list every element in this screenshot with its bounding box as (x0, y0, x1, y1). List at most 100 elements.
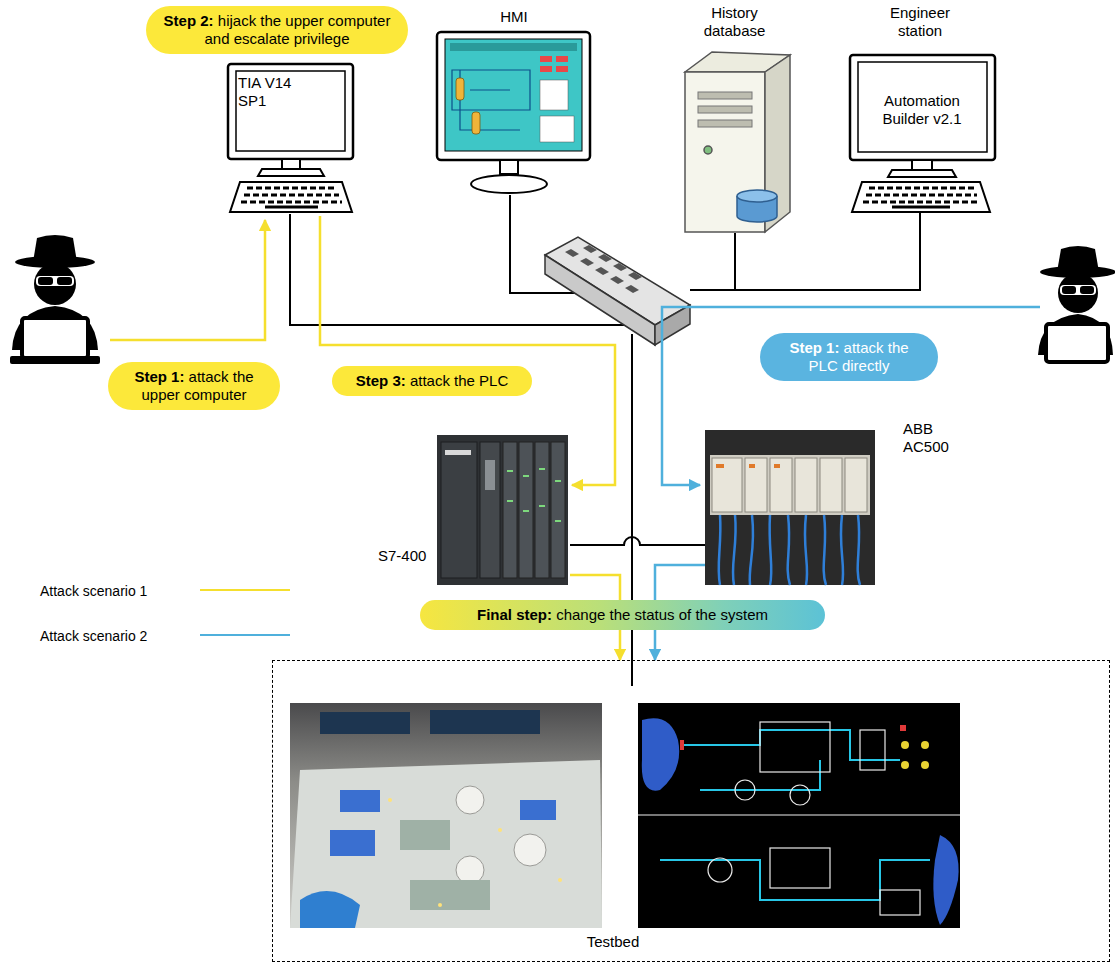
attacker-icon (10, 356, 100, 364)
legend-item: Attack scenario 2 (40, 613, 190, 658)
attacker-icon (1080, 286, 1094, 294)
plc-photo (705, 430, 875, 585)
computer-icon (282, 159, 300, 169)
plc-photo (555, 520, 561, 522)
testbed-screen (660, 730, 930, 900)
testbed-screen (638, 703, 960, 928)
plc-photo (805, 515, 807, 585)
attacker-icon (22, 318, 88, 358)
attacker-icon (1038, 246, 1115, 362)
testbed-screen (901, 761, 909, 769)
step-bubble: Step 1: attack the upper computer (108, 362, 280, 410)
testbed-screen (642, 718, 679, 790)
network-wire (570, 537, 705, 545)
computer-icon (241, 188, 342, 202)
legend-line (200, 589, 290, 591)
step-body: attack the PLC (406, 372, 509, 389)
node-label: Engineer station (875, 4, 965, 40)
network-wire (290, 195, 920, 686)
testbed-screen (760, 722, 830, 772)
testbed-photo (438, 903, 442, 907)
testbed-photo (410, 880, 490, 910)
database-server (698, 92, 752, 99)
attacker-icon (1060, 285, 1096, 295)
hmi-monitor (456, 78, 464, 100)
legend-item: Attack scenario 1 (40, 568, 190, 613)
attack-arrow (110, 220, 265, 340)
network-switch (625, 285, 639, 293)
network-switch (628, 272, 642, 280)
node-label: ABB AC500 (903, 420, 959, 456)
computer-icon (858, 62, 987, 152)
network-wire (690, 233, 735, 290)
hmi-monitor (540, 116, 574, 142)
plc-photo (523, 510, 529, 512)
network-switch (595, 267, 609, 275)
testbed-photo (290, 760, 602, 928)
hmi-monitor (460, 70, 520, 130)
computer-icon (247, 187, 336, 190)
testbed-screen (638, 703, 960, 928)
database-server (698, 92, 752, 127)
computer-node: TIA V14 SP1 (222, 62, 357, 214)
testbed-screen (880, 890, 920, 915)
step-prefix: Step 1: (789, 339, 839, 356)
legend-text: Attack scenario 2 (40, 628, 190, 644)
testbed-photo (340, 790, 380, 812)
database-server (698, 120, 752, 127)
legend-text: Attack scenario 1 (40, 583, 190, 599)
plc-photo (712, 458, 867, 512)
hmi-monitor (500, 160, 518, 174)
testbed-frame: Testbed (272, 660, 1110, 962)
plc-photo (539, 468, 545, 470)
hmi-monitor (445, 39, 582, 151)
plc-photo (445, 450, 471, 455)
network-switch (545, 255, 655, 345)
plc-photo (845, 458, 867, 512)
plc-photo (437, 435, 568, 585)
testbed-screen (900, 725, 906, 731)
hmi-monitor (556, 66, 568, 72)
network-switch (545, 237, 690, 345)
attacker-icon (1062, 286, 1076, 294)
computer-icon (265, 206, 318, 209)
computer-node: Engineer stationAutomation Builder v2.1 (845, 4, 1000, 214)
testbed-photo (514, 834, 546, 866)
testbed-screen (790, 785, 810, 805)
testbed-photo (300, 891, 360, 928)
hmi-monitor (456, 78, 480, 134)
database-server (685, 52, 790, 232)
attacker-icon (57, 277, 72, 285)
bubble-text: Step 1: attack the PLC directly (774, 339, 924, 375)
hmi-monitor (556, 56, 568, 62)
testbed-screen (708, 858, 732, 882)
plc-photo (437, 435, 568, 585)
attacker-icon (34, 263, 76, 305)
computer-icon (236, 71, 345, 151)
computer-icon (888, 170, 956, 177)
computer-icon (863, 188, 980, 202)
plc-photo (788, 515, 790, 585)
testbed-screen (708, 722, 920, 915)
plc-node: S7-400 (378, 435, 570, 585)
database-server (698, 106, 752, 113)
computer-icon (244, 194, 339, 197)
legend-line (200, 634, 290, 636)
computer-icon (228, 64, 353, 159)
step-bubble: Step 1: attack the PLC directly (760, 333, 938, 381)
testbed-photo (330, 830, 375, 856)
attacker-icon (1057, 246, 1099, 272)
plc-photo (733, 515, 736, 585)
network-switch (565, 249, 579, 257)
network-switch (583, 245, 597, 253)
legend: Attack scenario 1 Attack scenario 2 (40, 568, 190, 658)
testbed-photo (520, 800, 556, 820)
node-label: Automation Builder v2.1 (867, 92, 977, 128)
testbed-photo (456, 856, 484, 884)
testbed-screen (921, 741, 929, 749)
network-switch (565, 245, 642, 293)
hmi-monitor (472, 112, 480, 134)
bubble-text: Step 2: hijack the upper computer and es… (160, 12, 394, 48)
testbed-screen (901, 741, 909, 749)
